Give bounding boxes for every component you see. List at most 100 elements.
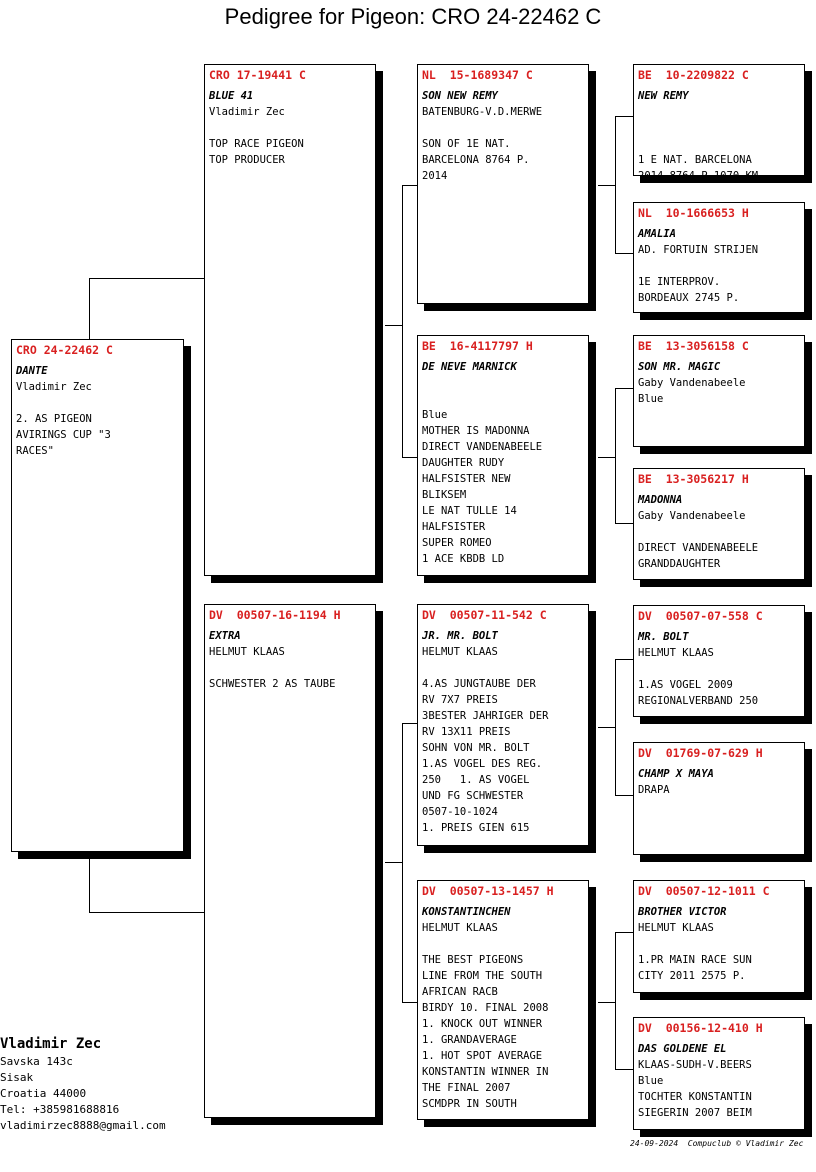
note-line xyxy=(638,661,800,677)
pedigree-connector xyxy=(615,116,633,117)
note-line: 1. GRANDAVERAGE xyxy=(422,1034,517,1046)
ring-number: BE 16-4117797 H xyxy=(422,339,533,353)
note-line: RV 13X11 PREIS xyxy=(422,726,511,738)
pigeon-owner: Vladimir Zec xyxy=(209,106,285,118)
pigeon-owner: KLAAS-SUDH-V.BEERS xyxy=(638,1059,752,1071)
note-line: 3BESTER JAHRIGER DER xyxy=(422,710,549,722)
note-line: 2014 8764 P.1070 KM xyxy=(638,170,759,176)
pigeon-name: BLUE 41 xyxy=(209,90,254,102)
note-line: BORDEAUX 2745 P. xyxy=(638,292,740,304)
pigeon-owner: HELMUT KLAAS xyxy=(422,646,498,658)
note-line: DIRECT VANDENABEELE xyxy=(422,441,543,453)
ring-number: NL 15-1689347 C xyxy=(422,68,533,82)
note-line: UND FG SCHWESTER xyxy=(422,790,524,802)
pedigree-connector xyxy=(402,185,417,186)
note-line xyxy=(638,936,800,952)
pedigree-connector xyxy=(385,862,403,863)
pedigree-connector xyxy=(615,116,616,254)
pedigree-connector xyxy=(402,457,417,458)
ring-number: DV 00507-11-542 C xyxy=(422,608,547,622)
pigeon-name: DAS GOLDENE EL xyxy=(638,1043,727,1055)
note-line: THE FINAL 2007 xyxy=(422,1082,511,1094)
note-line: SON OF 1E NAT. xyxy=(422,138,511,150)
breeder-phone: Tel: +385981688816 xyxy=(0,1103,120,1116)
pedigree-connector xyxy=(402,723,417,724)
note-line xyxy=(16,395,179,411)
pigeon-owner: HELMUT KLAAS xyxy=(422,922,498,934)
ring-number: CRO 24-22462 C xyxy=(16,343,113,357)
pedigree-connector xyxy=(615,388,633,389)
note-line: BARCELONA 8764 P. xyxy=(422,154,530,166)
pedigree-connector xyxy=(89,278,204,279)
pedigree-connector xyxy=(598,1002,616,1003)
pedigree-connector xyxy=(89,912,204,913)
breeder-country: Croatia 44000 xyxy=(0,1087,87,1100)
note-line: CITY 2011 2575 P. xyxy=(638,970,746,982)
footer-credit: 24-09-2024 Compuclub © Vladimir Zec xyxy=(630,1139,804,1148)
note-line: 1.PR MAIN RACE SUN xyxy=(638,954,752,966)
ring-number: BE 13-3056158 C xyxy=(638,339,749,353)
note-line: DIRECT VANDENABEELE xyxy=(638,542,759,554)
pedigree-connector xyxy=(615,795,633,796)
note-line xyxy=(638,120,800,136)
pigeon-notes: 1.PR MAIN RACE SUN CITY 2011 2575 P. xyxy=(638,936,800,984)
pigeon-owner: DRAPA xyxy=(638,784,670,796)
note-line: MOTHER IS MADONNA xyxy=(422,425,530,437)
note-line: 2. AS PIGEON xyxy=(16,413,92,425)
pedigree-connector xyxy=(402,185,403,458)
note-line: 1. HOT SPOT AVERAGE xyxy=(422,1050,543,1062)
note-line: 0507-10-1024 xyxy=(422,806,498,818)
pigeon-name: BROTHER VICTOR xyxy=(638,906,727,918)
note-line: RV 7X7 PREIS xyxy=(422,694,498,706)
pigeon-name: KONSTANTINCHEN xyxy=(422,906,511,918)
note-line: LINE FROM THE SOUTH xyxy=(422,970,543,982)
note-line: RACES" xyxy=(16,445,54,457)
pigeon-name: DANTE xyxy=(16,365,48,377)
pigeon-notes: 1E INTERPROV.BORDEAUX 2745 P. xyxy=(638,258,800,306)
pigeon-owner xyxy=(638,104,800,120)
pedigree-connector xyxy=(402,723,403,1003)
note-line: AVIRINGS CUP "3 xyxy=(16,429,111,441)
pigeon-owner: Gaby Vandenabeele xyxy=(638,377,746,389)
pedigree-connector xyxy=(89,278,90,340)
pigeon-name: CHAMP X MAYA xyxy=(638,768,714,780)
note-line: SOHN VON MR. BOLT xyxy=(422,742,530,754)
note-line: 1.AS VOGEL DES REG. xyxy=(422,758,543,770)
breeder-city: Sisak xyxy=(0,1071,34,1084)
pedigree-connector xyxy=(615,659,616,796)
note-line: HALFSISTER NEW xyxy=(422,473,511,485)
pigeon-name: EXTRA xyxy=(209,630,241,642)
breeder-name: Vladimir Zec xyxy=(0,1036,102,1052)
pedigree-connector xyxy=(615,932,633,933)
pedigree-connector xyxy=(615,253,633,254)
pigeon-name: MADONNA xyxy=(638,494,683,506)
note-line xyxy=(422,936,584,952)
note-line: TOP RACE PIGEON xyxy=(209,138,304,150)
note-line: 1. PREIS GIEN 615 xyxy=(422,822,530,834)
pigeon-owner: Gaby Vandenabeele xyxy=(638,510,746,522)
pedigree-connector xyxy=(598,727,616,728)
page-title: Pedigree for Pigeon: CRO 24-22462 C xyxy=(224,4,602,29)
note-line: Blue xyxy=(422,409,448,421)
note-line: SCMDPR IN SOUTH xyxy=(422,1098,517,1110)
note-line: DAUGHTER RUDY xyxy=(422,457,505,469)
ring-number: DV 00507-07-558 C xyxy=(638,609,763,623)
pigeon-notes: Blue xyxy=(638,391,800,407)
note-line: TOCHTER KONSTANTIN xyxy=(638,1091,752,1103)
pigeon-owner: BATENBURG-V.D.MERWE xyxy=(422,106,543,118)
breeder-info: Vladimir Zec Savska 143c Sisak Croatia 4… xyxy=(0,1034,166,1134)
note-line: KONSTANTIN WINNER IN xyxy=(422,1066,549,1078)
pedigree-connector xyxy=(615,388,616,524)
note-line xyxy=(209,660,371,676)
